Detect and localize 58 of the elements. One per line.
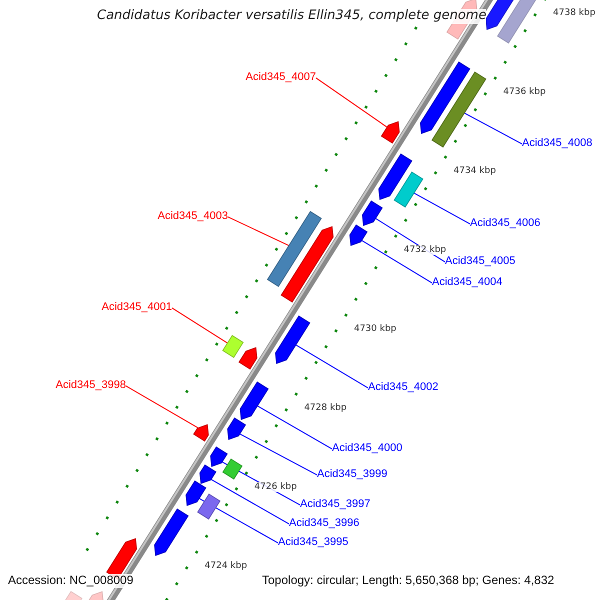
tick-label: 4730 kbp: [354, 324, 396, 334]
gene-label: Acid345_3995: [278, 536, 348, 549]
gene-block: [197, 494, 221, 520]
tick-label: 4724 kbp: [204, 561, 248, 572]
tick-label: 4732 kbp: [404, 245, 446, 256]
gene-segment: [280, 226, 334, 303]
leader-line: [361, 240, 432, 284]
gene-segment: [275, 315, 310, 364]
gene-label: Acid345_4002: [368, 381, 438, 394]
gene-label: Acid345_4000: [332, 442, 402, 455]
gene-block: [431, 72, 486, 148]
tick-label: 4738 kbp: [553, 8, 596, 18]
leader-line: [256, 405, 332, 450]
gene-segment: [378, 153, 412, 200]
gene-block: [222, 334, 244, 358]
gene-label: Acid345_3997: [300, 498, 370, 511]
gene-segment: [380, 121, 400, 144]
gene-segment: [210, 446, 228, 467]
leader-line: [414, 192, 470, 224]
gene-segment: [362, 200, 383, 226]
gene-segment: [240, 381, 269, 420]
gene-block: [222, 458, 243, 480]
gene-segment: [420, 61, 470, 134]
gene-block: [266, 210, 322, 287]
leader-line: [239, 433, 318, 476]
leader-line: [172, 307, 228, 344]
gene-label: Acid345_3998: [56, 379, 126, 392]
gene-segment: [154, 508, 189, 556]
accession-text: Accession: NC_008009: [8, 574, 134, 588]
gene-segment: [186, 480, 206, 506]
tick-label: 4734 kbp: [454, 166, 496, 176]
gene-label: Acid345_4008: [522, 137, 592, 150]
leader-line: [295, 344, 368, 388]
title: Candidatus Koribacter versatilis Ellin345, complete genome: [97, 9, 486, 24]
gene-segment: [349, 224, 368, 246]
tick-label: 4736 kbp: [503, 87, 546, 98]
genome-info-text: Topology: circular; Length: 5,650,368 bp; Genes: 4,832: [262, 574, 554, 588]
gene-label: Acid345_4004: [432, 276, 502, 289]
gene-label: Acid345_3999: [317, 468, 388, 481]
leader-line: [126, 385, 198, 428]
leader-line: [210, 478, 290, 524]
gene-segment: [238, 347, 258, 370]
leader-line: [464, 112, 522, 144]
leader-line: [316, 77, 388, 128]
gene-label: Acid345_4007: [246, 71, 316, 84]
tick-label: 4726 kbp: [254, 482, 297, 492]
gene-label: Acid345_4001: [102, 301, 172, 314]
tick-label: 4728 kbp: [304, 403, 347, 414]
gene-label: Acid345_4003: [158, 210, 228, 223]
gene-label: Acid345_4005: [445, 255, 516, 268]
gene-segment: [193, 424, 209, 442]
leader-line: [228, 216, 290, 246]
gene-segment: [227, 417, 246, 440]
leader-line: [198, 498, 278, 544]
gene-block: [394, 172, 424, 208]
gene-segment: [199, 464, 216, 484]
gene-label: Acid345_3996: [289, 517, 360, 530]
gene-label: Acid345_4006: [470, 217, 540, 230]
